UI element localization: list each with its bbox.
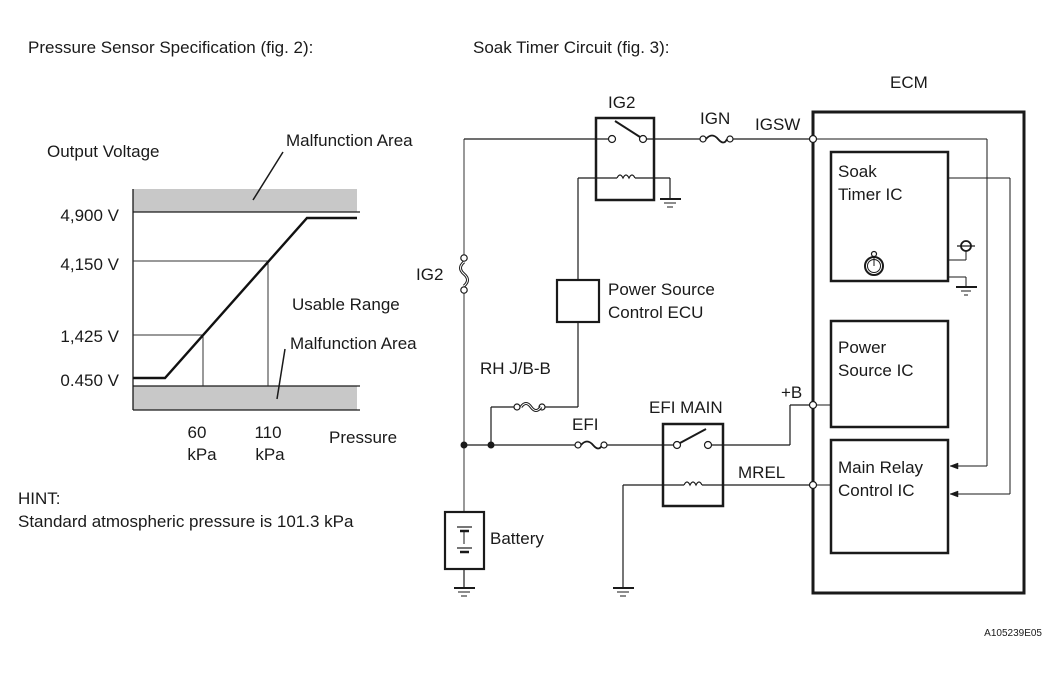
leader-line-lower xyxy=(276,348,286,400)
power-source-ic-box xyxy=(829,319,950,429)
junction-dot xyxy=(487,441,495,449)
relay-contact xyxy=(703,440,713,450)
ig2-relay-box xyxy=(594,116,656,202)
main-relay-control-ic-box xyxy=(829,438,950,555)
efi-main-relay-box xyxy=(661,422,725,508)
main-relay-ic-label: Control IC xyxy=(838,481,915,500)
power-source-ecu-label: Control ECU xyxy=(608,303,703,322)
relay-switch-arm xyxy=(679,428,707,444)
y-tick-label: 0.450 V xyxy=(60,371,119,390)
fig3-title: Soak Timer Circuit (fig. 3): xyxy=(473,38,670,57)
y-axis-label: Output Voltage xyxy=(47,142,159,161)
ground-icon xyxy=(956,286,977,296)
efi-label: EFI xyxy=(572,415,598,434)
terminal-plusb xyxy=(808,400,818,410)
terminal-igsw xyxy=(808,134,818,144)
terminal-mrel xyxy=(808,480,818,490)
malfunction-band-lower xyxy=(133,386,357,410)
power-source-ic-label: Power xyxy=(838,338,887,357)
ecm-box xyxy=(811,110,1026,595)
x-axis-label: Pressure xyxy=(329,428,397,447)
ground-icon xyxy=(613,587,634,597)
efi-fuse-icon xyxy=(574,440,608,450)
junction-dot xyxy=(460,441,468,449)
plusb-label: +B xyxy=(781,383,802,402)
mrel-label: MREL xyxy=(738,463,785,482)
main-relay-ic-label: Main Relay xyxy=(838,458,924,477)
battery-label: Battery xyxy=(490,529,544,548)
ign-fuse-label: IGN xyxy=(700,109,730,128)
arrow-icon xyxy=(949,490,959,498)
efi-main-label: EFI MAIN xyxy=(649,398,723,417)
sensor-output-line xyxy=(133,216,357,380)
relay-coil-icon xyxy=(683,481,703,487)
power-source-ic-label: Source IC xyxy=(838,361,914,380)
ecm-label: ECM xyxy=(890,73,928,92)
annotation-malfunction-lower: Malfunction Area xyxy=(290,334,417,353)
relay-switch-arm xyxy=(614,120,641,138)
x-tick-label: 60 xyxy=(188,423,207,442)
y-tick-label: 4,150 V xyxy=(60,255,119,274)
fig2-title: Pressure Sensor Specification (fig. 2): xyxy=(28,38,313,57)
relay-coil-icon xyxy=(616,174,636,180)
leader-line-upper xyxy=(252,151,284,201)
ig2-fuse-label: IG2 xyxy=(416,265,443,284)
hint-text: Standard atmospheric pressure is 101.3 k… xyxy=(18,512,354,531)
rhjb-fusible-link-icon xyxy=(513,402,546,412)
x-tick-unit: kPa xyxy=(255,445,285,464)
x-tick-unit: kPa xyxy=(187,445,217,464)
ig2-fusible-link-icon xyxy=(459,254,469,294)
pressure-chart: Output Voltage 4,900 V 4,150 V 1,425 V 0… xyxy=(47,131,417,464)
annotation-malfunction-upper: Malfunction Area xyxy=(286,131,413,150)
malfunction-band-upper xyxy=(133,189,357,212)
y-tick-label: 4,900 V xyxy=(60,206,119,225)
backup-power-icon xyxy=(957,240,975,252)
power-source-ecu-box xyxy=(555,278,601,324)
y-tick-label: 1,425 V xyxy=(60,327,119,346)
hint-title: HINT: xyxy=(18,489,61,508)
x-tick-label: 110 xyxy=(254,423,281,442)
ground-icon xyxy=(454,587,475,597)
soak-timer-ic-label: Timer IC xyxy=(838,185,903,204)
ground-icon xyxy=(660,198,681,208)
ign-fuse-icon xyxy=(699,134,734,144)
soak-timer-ic-label: Soak xyxy=(838,162,877,181)
battery-icon xyxy=(457,526,472,554)
stopwatch-icon xyxy=(864,250,884,276)
igsw-label: IGSW xyxy=(755,115,800,134)
annotation-usable-range: Usable Range xyxy=(292,295,400,314)
relay-contact xyxy=(638,134,648,144)
soak-timer-ic-box xyxy=(829,150,950,283)
ig2-relay-label: IG2 xyxy=(608,93,635,112)
soak-timer-circuit xyxy=(443,110,1026,597)
figure-id: A105239E05 xyxy=(984,628,1042,639)
arrow-icon xyxy=(949,462,959,470)
power-source-ecu-label: Power Source xyxy=(608,280,715,299)
relay-contact xyxy=(672,440,682,450)
relay-contact xyxy=(607,134,617,144)
rhjb-label: RH J/B-B xyxy=(480,359,551,378)
